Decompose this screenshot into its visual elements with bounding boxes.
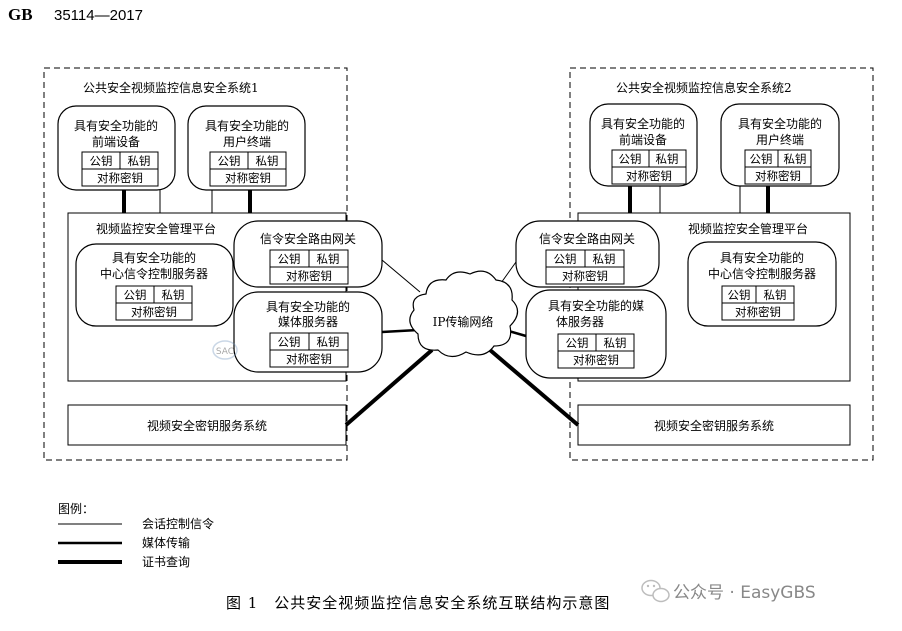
s2-user-terminal-line1: 具有安全功能的	[738, 116, 822, 131]
s1-center-server-line2: 中心信令控制服务器	[100, 266, 208, 281]
s1-front-device-pub: 公钥	[90, 154, 113, 168]
s2-front-device-line1: 具有安全功能的	[601, 116, 685, 131]
s2-front-device: 具有安全功能的 前端设备 公钥 私钥 对称密钥	[589, 103, 698, 187]
figure-caption: 图 1 公共安全视频监控信息安全系统互联结构示意图	[226, 594, 610, 612]
watermark-text: 公众号 · EasyGBS	[673, 583, 816, 603]
s1-center-server: 具有安全功能的 中心信令控制服务器 公钥 私钥 对称密钥	[75, 243, 234, 327]
s2-media-server-line2: 体服务器	[556, 314, 604, 329]
s1-user-terminal-line2: 用户终端	[223, 134, 271, 149]
watermark: 公众号 · EasyGBS	[641, 579, 816, 603]
s2-center-server: 具有安全功能的 中心信令控制服务器 公钥 私钥 对称密钥	[687, 241, 837, 327]
s1-media-server-line1: 具有安全功能的	[266, 299, 350, 314]
s1-front-device-line2: 前端设备	[92, 134, 140, 149]
system-1: 公共安全视频监控信息安全系统1 具有安全功能的 前端设备 公钥 私钥 对称密钥 …	[43, 67, 383, 461]
s2-media-server-pub: 公钥	[566, 336, 589, 350]
ip-network-cloud: IP传输网络	[409, 270, 519, 358]
s1-platform-title: 视频监控安全管理平台	[96, 221, 216, 236]
s2-center-server-line1: 具有安全功能的	[720, 250, 804, 265]
s2-media-server-priv: 私钥	[604, 336, 627, 350]
ip-network-label: IP传输网络	[433, 314, 494, 329]
s2-center-server-priv: 私钥	[764, 288, 787, 302]
wechat-icon	[641, 579, 670, 603]
s2-gateway-priv: 私钥	[593, 252, 616, 266]
s2-platform-title: 视频监控安全管理平台	[688, 221, 808, 236]
s2-front-device-pub: 公钥	[619, 152, 642, 166]
s1-gateway-priv: 私钥	[317, 252, 340, 266]
s2-user-terminal-sym: 对称密钥	[755, 169, 801, 183]
s2-gateway-sym: 对称密钥	[562, 269, 608, 283]
s1-media-network-link	[381, 328, 419, 334]
s2-keyservice-network-link	[488, 348, 580, 427]
legend-item-media: 媒体传输	[142, 535, 190, 550]
s2-user-terminal-line2: 用户终端	[756, 132, 804, 147]
s1-media-server: 具有安全功能的 媒体服务器 公钥 私钥 对称密钥	[233, 291, 383, 373]
s1-center-server-priv: 私钥	[162, 288, 185, 302]
legend-item-signal: 会话控制信令	[142, 516, 214, 531]
s2-front-device-sym: 对称密钥	[626, 169, 672, 183]
s2-gateway: 信令安全路由网关 公钥 私钥 对称密钥	[515, 220, 660, 288]
sac-stamp: SAC	[212, 340, 238, 360]
s2-user-terminal-priv: 私钥	[784, 152, 807, 166]
s2-front-device-priv: 私钥	[656, 152, 679, 166]
s1-gateway-sym: 对称密钥	[286, 269, 332, 283]
s1-media-server-pub: 公钥	[278, 335, 301, 349]
s1-media-server-sym: 对称密钥	[286, 352, 332, 366]
s1-user-terminal-sym: 对称密钥	[225, 171, 271, 185]
legend-item-cert: 证书查询	[142, 555, 190, 569]
standard-prefix: GB	[8, 5, 33, 24]
s1-keyservice-network-link	[344, 348, 434, 427]
system-1-title: 公共安全视频监控信息安全系统1	[83, 80, 259, 95]
s1-gateway-network-signal	[381, 259, 421, 293]
s1-gateway: 信令安全路由网关 公钥 私钥 对称密钥	[233, 220, 383, 288]
s1-user-terminal-line1: 具有安全功能的	[205, 118, 289, 133]
legend: 图例： 会话控制信令 媒体传输 证书查询	[58, 502, 214, 569]
s1-front-device-sym: 对称密钥	[97, 171, 143, 185]
s1-user-terminal-priv: 私钥	[256, 154, 279, 168]
s2-media-server-line1: 具有安全功能的媒	[548, 298, 644, 313]
s1-front-device-priv: 私钥	[128, 154, 151, 168]
system-2-title: 公共安全视频监控信息安全系统2	[616, 80, 792, 95]
system-1-boundary	[43, 67, 348, 461]
svg-text:SAC: SAC	[216, 347, 234, 357]
s1-front-device-line1: 具有安全功能的	[74, 118, 158, 133]
s2-front-device-line2: 前端设备	[619, 132, 667, 147]
s2-gateway-pub: 公钥	[554, 252, 577, 266]
s2-user-terminal-pub: 公钥	[750, 152, 773, 166]
s2-center-server-pub: 公钥	[728, 288, 751, 302]
s1-key-service-label: 视频安全密钥服务系统	[147, 418, 267, 433]
s1-center-server-sym: 对称密钥	[131, 305, 177, 319]
s1-key-service	[67, 404, 347, 446]
s1-front-device: 具有安全功能的 前端设备 公钥 私钥 对称密钥	[57, 105, 176, 191]
s1-gateway-line1: 信令安全路由网关	[260, 231, 356, 246]
s2-center-server-line2: 中心信令控制服务器	[708, 266, 816, 281]
s2-gateway-line1: 信令安全路由网关	[539, 231, 635, 246]
s1-user-terminal: 具有安全功能的 用户终端 公钥 私钥 对称密钥	[187, 105, 306, 191]
s2-key-service	[577, 404, 851, 446]
s1-center-server-line1: 具有安全功能的	[112, 250, 196, 265]
s2-key-service-label: 视频安全密钥服务系统	[654, 418, 774, 433]
s1-media-server-line2: 媒体服务器	[278, 314, 338, 329]
s1-gateway-pub: 公钥	[278, 252, 301, 266]
s1-user-terminal-pub: 公钥	[218, 154, 241, 168]
s1-media-server-priv: 私钥	[317, 335, 340, 349]
s1-center-server-pub: 公钥	[124, 288, 147, 302]
system-2: 公共安全视频监控信息安全系统2 具有安全功能的 前端设备 公钥 私钥 对称密钥 …	[515, 67, 874, 461]
legend-title: 图例：	[58, 502, 94, 516]
s2-media-server: 具有安全功能的媒 体服务器 公钥 私钥 对称密钥	[525, 289, 667, 379]
s2-media-server-sym: 对称密钥	[573, 353, 619, 367]
s2-center-server-sym: 对称密钥	[735, 305, 781, 319]
s2-user-terminal: 具有安全功能的 用户终端 公钥 私钥 对称密钥	[720, 103, 840, 187]
standard-number: 35114—2017	[54, 7, 143, 24]
